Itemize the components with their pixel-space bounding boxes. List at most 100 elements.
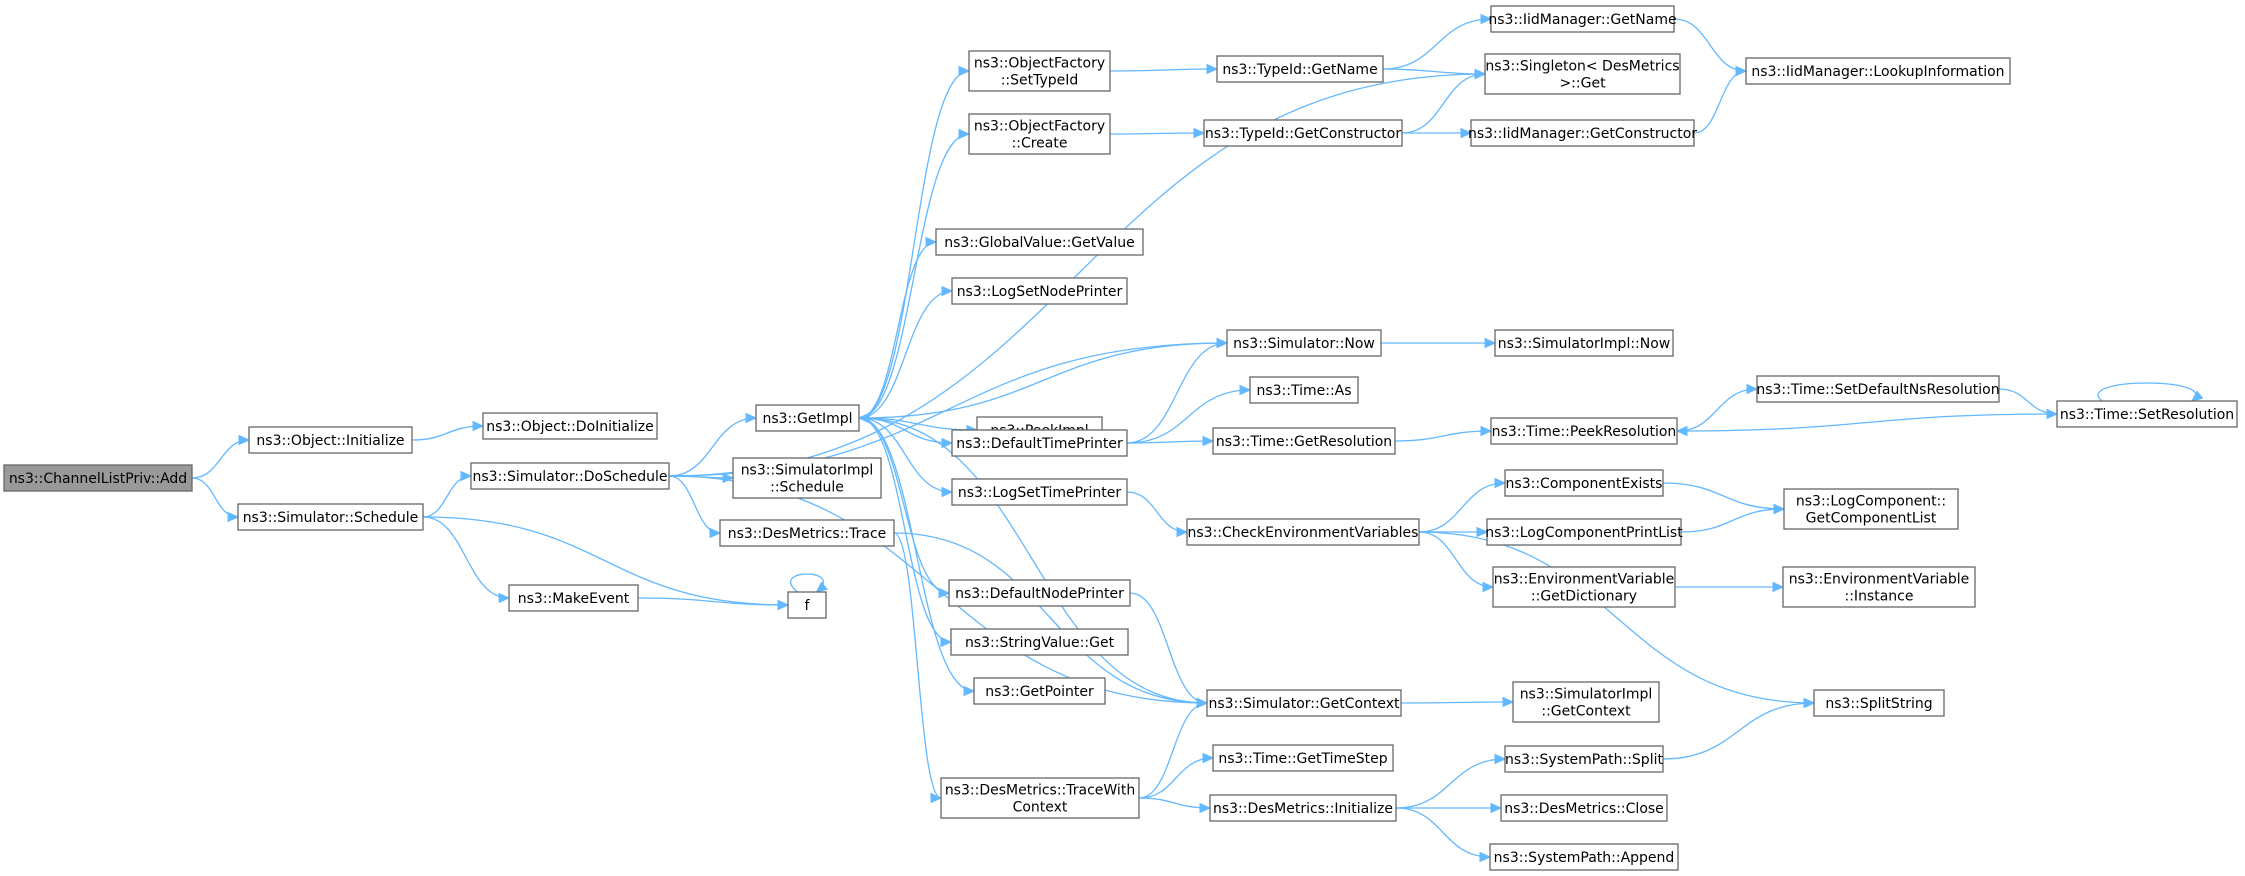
edge-arrowhead: [938, 587, 951, 599]
node-iid-lookup[interactable]: ns3::IidManager::LookupInformation: [1745, 57, 2011, 85]
edge-arrowhead: [1675, 425, 1688, 437]
node-typeid-getname[interactable]: ns3::TypeId::GetName: [1216, 55, 1384, 83]
node-makeevent[interactable]: ns3::MakeEvent: [508, 584, 639, 612]
edge-getimpl-to-getpointer: [858, 417, 976, 697]
edge-line: [858, 417, 952, 643]
node-obj-init[interactable]: ns3::Object::Initialize: [248, 426, 413, 454]
edge-sim-now-to-getimpl: [857, 342, 1228, 424]
edge-line: [637, 597, 789, 606]
node-label: ns3::SimulatorImpl: [741, 463, 874, 479]
node-typeid-getctor[interactable]: ns3::TypeId::GetConstructor: [1203, 119, 1403, 147]
node-box: [1756, 375, 2000, 403]
edge-arrowhead: [1479, 851, 1492, 863]
node-label: ns3::Time::GetTimeStep: [1218, 751, 1387, 767]
node-label: ns3::Time::GetResolution: [1216, 434, 1392, 450]
node-box: [1216, 55, 1384, 83]
node-of-settypeid[interactable]: ns3::ObjectFactory::SetTypeId: [968, 50, 1111, 92]
edge-arrowhead: [1176, 526, 1189, 538]
edge-sim-now-to-simimpl-now: [1381, 337, 1497, 349]
node-time-as[interactable]: ns3::Time::As: [1249, 376, 1359, 404]
node-comp-exists[interactable]: ns3::ComponentExists: [1504, 469, 1664, 497]
node-logcomp-print[interactable]: ns3::LogComponentPrintList: [1485, 518, 1683, 546]
node-iid-getctor[interactable]: ns3::IidManager::GetConstructor: [1468, 119, 1697, 147]
edge-line: [2097, 382, 2197, 402]
edge-arrowhead: [460, 470, 473, 482]
node-box: [3, 464, 193, 492]
edge-line: [422, 516, 789, 606]
edge-deftimeprinter-to-sim-now: [1126, 337, 1229, 444]
node-stringvalue-get[interactable]: ns3::StringValue::Get: [950, 628, 1129, 656]
node-sim-now[interactable]: ns3::Simulator::Now: [1226, 329, 1382, 357]
node-box: [787, 591, 827, 619]
node-deftimeprinter[interactable]: ns3::DefaultTimePrinter: [951, 429, 1128, 457]
edge-line: [411, 425, 484, 441]
node-logsetnode[interactable]: ns3::LogSetNodePrinter: [951, 277, 1128, 305]
node-obj-doinit[interactable]: ns3::Object::DoInitialize: [482, 412, 658, 440]
node-envvar-getdict[interactable]: ns3::EnvironmentVariable::GetDictionary: [1492, 566, 1676, 608]
edge-arrowhead: [1746, 383, 1759, 395]
edge-comp-exists-to-logcomp-getlist: [1662, 482, 1786, 515]
node-label: ns3::GlobalValue::GetValue: [944, 235, 1134, 251]
node-box: [968, 50, 1111, 92]
node-checkenv[interactable]: ns3::CheckEnvironmentVariables: [1186, 518, 1420, 546]
node-defnodeprinter[interactable]: ns3::DefaultNodePrinter: [948, 579, 1131, 607]
node-gv-getvalue[interactable]: ns3::GlobalValue::GetValue: [935, 228, 1144, 256]
edge-line: [1394, 430, 1492, 442]
node-box: [1813, 689, 1945, 717]
node-sim-dosched[interactable]: ns3::Simulator::DoSchedule: [470, 462, 670, 490]
node-envvar-instance[interactable]: ns3::EnvironmentVariable::Instance: [1782, 566, 1976, 608]
node-des-init[interactable]: ns3::DesMetrics::Initialize: [1209, 794, 1397, 822]
node-label: ns3::Object::Initialize: [256, 433, 404, 449]
edge-des-init-to-syspath-append: [1395, 807, 1492, 863]
node-time-setres[interactable]: ns3::Time::SetResolution: [2056, 400, 2238, 428]
edge-line: [191, 439, 250, 479]
node-sim-sched[interactable]: ns3::Simulator::Schedule: [237, 503, 424, 531]
node-label: ns3::IidManager::LookupInformation: [1751, 64, 2004, 80]
node-singleton[interactable]: ns3::Singleton< DesMetrics >::Get: [1484, 53, 1681, 95]
edge-iid-getctor-to-iid-lookup: [1693, 65, 1748, 134]
node-des-close[interactable]: ns3::DesMetrics::Close: [1500, 794, 1668, 822]
edge-line: [858, 290, 953, 419]
node-box: [973, 677, 1106, 705]
node-logcomp-getlist[interactable]: ns3::LogComponent::GetComponentList: [1783, 488, 1959, 530]
node-box: [1500, 794, 1668, 822]
edge-des-trace-to-des-tracewith: [893, 532, 943, 804]
node-box: [755, 404, 860, 432]
node-logsettime[interactable]: ns3::LogSetTimePrinter: [951, 478, 1128, 506]
node-time-peekres[interactable]: ns3::Time::PeekResolution: [1490, 417, 1678, 445]
node-getimpl[interactable]: ns3::GetImpl: [755, 404, 860, 432]
node-des-trace[interactable]: ns3::DesMetrics::Trace: [719, 519, 895, 547]
edge-line: [1138, 702, 1208, 799]
node-time-getstep[interactable]: ns3::Time::GetTimeStep: [1212, 744, 1394, 772]
node-label: ns3::Simulator::GetContext: [1208, 696, 1400, 712]
node-splitstring[interactable]: ns3::SplitString: [1813, 689, 1945, 717]
node-label: ::Schedule: [770, 480, 844, 496]
node-box: [968, 113, 1111, 155]
node-box: [2056, 400, 2238, 428]
node-label: ns3::LogComponentPrintList: [1485, 525, 1683, 541]
edge-typeid-getctor-to-iid-getctor: [1402, 127, 1473, 139]
node-time-getres[interactable]: ns3::Time::GetResolution: [1212, 427, 1396, 455]
node-iid-getname[interactable]: ns3::IidManager::GetName: [1488, 5, 1677, 33]
node-syspath-append[interactable]: ns3::SystemPath::Append: [1489, 843, 1679, 871]
node-simimpl-getctx[interactable]: ns3::SimulatorImpl::GetContext: [1512, 681, 1660, 723]
node-label: ns3::Simulator::Now: [1233, 336, 1375, 352]
node-sim-getctx[interactable]: ns3::Simulator::GetContext: [1206, 689, 1402, 717]
edge-line: [422, 516, 510, 599]
node-simimpl-sched[interactable]: ns3::SimulatorImpl::Schedule: [732, 457, 882, 499]
node-f[interactable]: f: [787, 591, 827, 619]
edge-arrowhead: [941, 285, 954, 297]
edge-arrowhead: [1202, 752, 1215, 764]
node-time-setdefns[interactable]: ns3::Time::SetDefaultNsResolution: [1756, 375, 2000, 403]
node-label: ns3::MakeEvent: [518, 591, 630, 607]
node-getpointer[interactable]: ns3::GetPointer: [973, 677, 1106, 705]
node-of-create[interactable]: ns3::ObjectFactory::Create: [968, 113, 1111, 155]
edge-arrowhead: [1199, 802, 1212, 814]
edge-line: [1418, 482, 1506, 533]
edge-logsettime-to-checkenv: [1126, 491, 1189, 538]
node-syspath-split[interactable]: ns3::SystemPath::Split: [1504, 745, 1664, 773]
node-simimpl-now[interactable]: ns3::SimulatorImpl::Now: [1494, 329, 1674, 357]
node-add[interactable]: ns3::ChannelListPriv::Add: [3, 464, 193, 492]
node-label: ns3::StringValue::Get: [965, 635, 1115, 651]
